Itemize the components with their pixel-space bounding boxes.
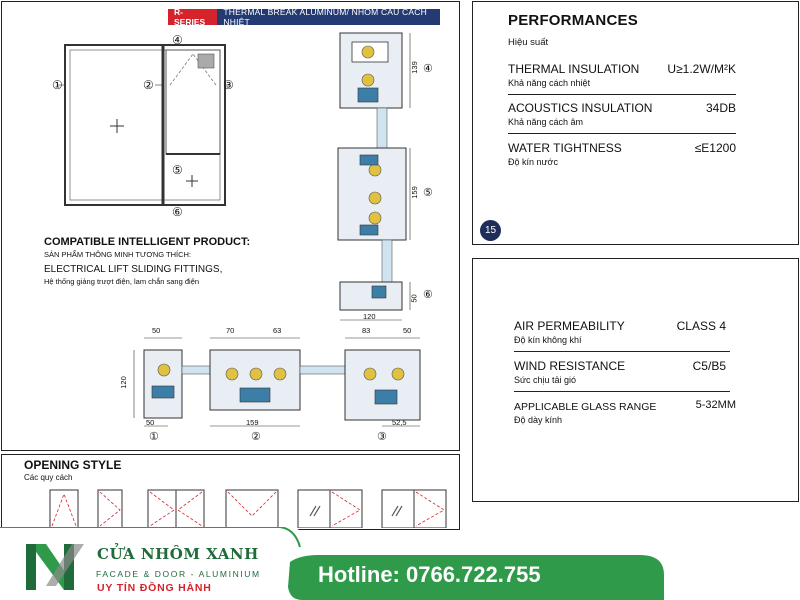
series-title: THERMAL BREAK ALUMINUM/ NHÔM CẦU CÁCH NH… — [223, 7, 427, 27]
performances-panel — [472, 1, 799, 245]
hdim-bottom-50: 50 — [146, 418, 155, 427]
perf-row-value: 34DB — [705, 101, 736, 115]
perf-row-name: AIR PERMEABILITY — [514, 319, 625, 333]
perf-row-sub: Khả năng cách nhiệt — [508, 78, 591, 88]
vdim-120: 120 — [363, 312, 376, 321]
logo-tagline: FACADE & DOOR - ALUMINIUM — [96, 569, 261, 579]
perf-row-divider — [508, 133, 736, 134]
vertical-section-drawing — [337, 32, 411, 321]
hdim-top-83: 83 — [362, 326, 371, 335]
elevation-label-6: ⑥ — [172, 205, 183, 219]
perf-row-value: C5/B5 — [692, 359, 726, 373]
elevation-label-4: ④ — [172, 33, 183, 47]
vsec-marker-6: ⑥ — [423, 289, 433, 301]
opening-title: OPENING STYLE — [24, 458, 122, 472]
hdim-bottom-159: 159 — [246, 418, 259, 427]
performances-title: PERFORMANCES — [508, 12, 638, 29]
logo-slogan: UY TÍN ĐỒNG HÀNH — [97, 582, 212, 594]
perf-row-sub: Độ kín nước — [508, 157, 558, 167]
compatible-item-sub: Hệ thống giảng trượt điện, lam chắn sang… — [44, 277, 200, 286]
hsec-marker-2: ② — [251, 431, 261, 443]
perf-row-sub: Độ dày kính — [514, 415, 563, 425]
logo-main-text: CỬA NHÔM XANH — [97, 545, 259, 563]
vsec-marker-4: ④ — [423, 63, 433, 75]
opening-style-3 — [147, 489, 205, 528]
opening-style-5 — [297, 489, 363, 528]
opening-style-6 — [381, 489, 447, 528]
horizontal-section-drawing — [133, 337, 421, 427]
hdim-side-120: 120 — [118, 376, 128, 389]
perf-row-value: 5-32MM — [695, 399, 736, 411]
compatible-title: COMPATIBLE INTELLIGENT PRODUCT: — [44, 236, 251, 248]
perf-row-value: ≤E1200 — [694, 141, 736, 155]
perf-row-name: ACOUSTICS INSULATION — [508, 101, 653, 115]
perf-row-name: THERMAL INSULATION — [508, 62, 640, 76]
perf-row-sub: Khả năng cách âm — [508, 117, 584, 127]
page-number-badge: 15 — [480, 220, 501, 241]
opening-subtitle: Các quy cách — [24, 473, 73, 482]
opening-style-2 — [97, 489, 123, 528]
perf-row-divider — [508, 94, 736, 95]
vdim-159: 159 — [409, 186, 419, 199]
hdim-bottom-52-5: 52,5 — [392, 418, 407, 427]
perf-row-name: APPLICABLE GLASS RANGE — [514, 401, 657, 413]
perf-row-sub: Độ kín không khí — [514, 335, 582, 345]
perf-row-name: WATER TIGHTNESS — [508, 141, 622, 155]
elevation-label-5: ⑤ — [172, 163, 183, 177]
logo-mark-icon — [26, 544, 84, 590]
compatible-subtitle: SẢN PHẨM THÔNG MINH TƯƠNG THÍCH: — [44, 250, 192, 259]
vdim-50: 50 — [409, 294, 419, 303]
perf-row-value: CLASS 4 — [676, 319, 726, 333]
series-header-bar: R-SERIES THERMAL BREAK ALUMINUM/ NHÔM CẦ… — [168, 7, 440, 27]
elevation-label-1: ① — [52, 78, 63, 92]
window-elevation-drawing — [58, 44, 230, 206]
hdim-top-50a: 50 — [152, 326, 161, 335]
hotline-text[interactable]: Hotline: 0766.722.755 — [318, 562, 541, 587]
elevation-label-2: ② — [143, 78, 154, 92]
perf-row-sub: Sức chịu tải gió — [514, 375, 577, 385]
elevation-label-3: ③ — [223, 78, 234, 92]
hdim-top-70: 70 — [226, 326, 235, 335]
hdim-top-50b: 50 — [403, 326, 412, 335]
perf-row-divider — [514, 391, 730, 392]
series-tag: R-SERIES — [168, 7, 218, 27]
hsec-marker-3: ③ — [377, 431, 387, 443]
performances-panel-2 — [472, 258, 799, 502]
vdim-139: 139 — [409, 61, 419, 74]
vsec-marker-5: ⑤ — [423, 187, 433, 199]
opening-styles-row — [49, 489, 447, 528]
hsec-marker-1: ① — [149, 431, 159, 443]
opening-style-1 — [49, 489, 79, 528]
hdim-top-63: 63 — [273, 326, 282, 335]
perf-row-name: WIND RESISTANCE — [514, 359, 626, 373]
performances-subtitle: Hiệu suất — [508, 37, 549, 48]
compatible-item-title: ELECTRICAL LIFT SLIDING FITTINGS, — [44, 264, 223, 275]
opening-style-4 — [225, 489, 279, 528]
perf-row-value: U≥1.2W/M²K — [667, 62, 736, 76]
perf-row-divider — [514, 351, 730, 352]
